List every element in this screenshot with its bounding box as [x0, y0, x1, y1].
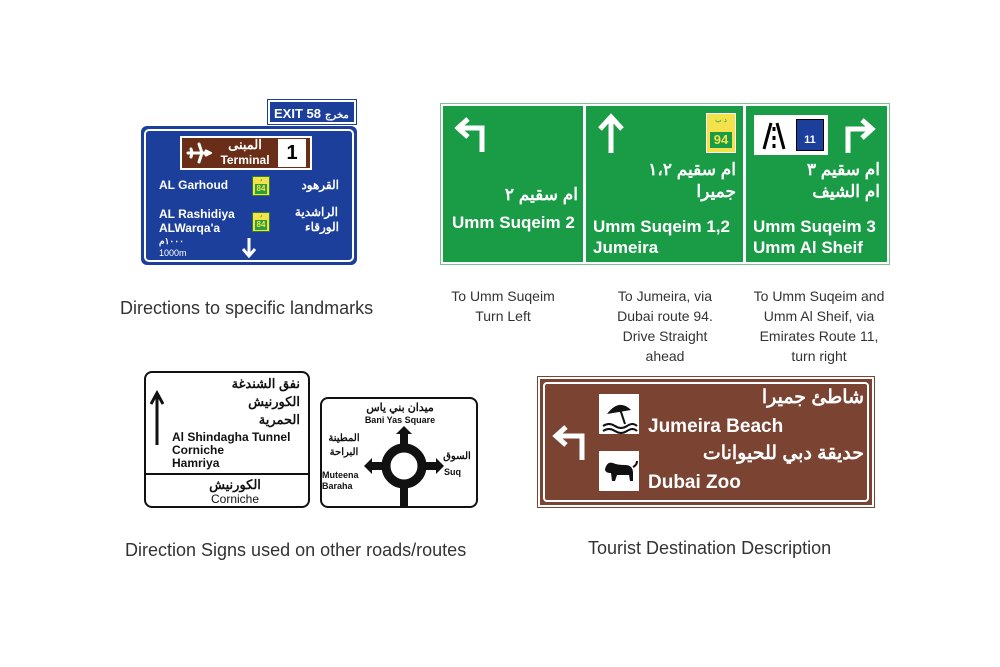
row-garhoud-ar: القرهود	[301, 178, 339, 192]
row-rashidiya-en: AL Rashidiya	[159, 207, 235, 221]
panel3-ar-1: ام سقيم ٣	[806, 160, 880, 179]
roundabout-icon	[364, 426, 444, 506]
route-11: 11	[804, 134, 816, 146]
row-warqaa-en: ALWarqa'a	[159, 221, 221, 235]
divider	[146, 473, 308, 475]
roundabout-right-ar: السوق	[443, 451, 471, 462]
roundabout-right-en: Suq	[444, 467, 461, 477]
zoo-en: Dubai Zoo	[648, 472, 741, 493]
panel3-ar-2: ام الشيف	[812, 182, 880, 201]
row-warqaa-ar: الورقاء	[304, 220, 339, 234]
terminal-en: Terminal	[220, 153, 270, 167]
arrow-turn-left-icon	[454, 117, 485, 152]
panel2-ar-2: جميرا	[696, 182, 736, 201]
terminal-ar: المبنى	[228, 137, 262, 152]
distance-ar: ١٠٠٠م	[159, 236, 184, 246]
shindagha-en-3: Hamriya	[172, 456, 220, 470]
beach-ar: شاطئ جميرا	[761, 387, 864, 408]
other-roads-caption: Direction Signs used on other roads/rout…	[125, 540, 467, 560]
roundabout-left-en-2: Baraha	[322, 481, 353, 491]
arrow-down-icon	[241, 238, 257, 259]
tourist-sign-border	[543, 382, 869, 502]
roundabout-left-en-1: Muteena	[322, 470, 359, 480]
beach-en: Jumeira Beach	[648, 416, 784, 437]
roundabout-top-en: Bani Yas Square	[364, 415, 436, 425]
lion-icon	[599, 451, 639, 491]
roundabout-top-ar: ميدان بني ياس	[366, 402, 434, 414]
roundabout-left-ar-1: المطينة	[328, 433, 360, 444]
panel2-en-1: Umm Suqeim 1,2	[593, 217, 730, 236]
arrow-up-icon	[150, 390, 164, 445]
terminal-number: 1	[278, 139, 306, 167]
airplane-icon	[186, 142, 212, 164]
panel1-en: Umm Suqeim 2	[452, 213, 575, 232]
arrow-turn-right-icon	[845, 118, 876, 153]
distance-en: 1000m	[159, 248, 187, 258]
row-rashidiya-ar: الراشدية	[294, 205, 338, 219]
panel3-en-1: Umm Suqeim 3	[753, 217, 876, 236]
shindagha-ar-1: نفق الشندغة	[231, 376, 300, 391]
shindagha-ar-2: الكورنيش	[248, 394, 300, 409]
panel2-en-2: Jumeira	[593, 238, 659, 257]
roundabout-left-ar-2: البراحة	[329, 447, 359, 458]
zoo-ar: حديقة دبي للحيوانات	[702, 443, 864, 464]
panel2-ar-1: ام سقيم ١،٢	[648, 160, 736, 179]
landmark-caption: Directions to specific landmarks	[120, 298, 374, 318]
tourist-sign	[537, 376, 875, 508]
shindagha-sign	[144, 371, 310, 508]
panel-divider	[583, 104, 586, 264]
panel-divider	[743, 104, 746, 264]
shindagha-en-2: Corniche	[172, 443, 225, 457]
panel3-en-2: Umm Al Sheif	[753, 238, 863, 257]
shindagha-en-1: Al Shindagha Tunnel	[172, 430, 291, 444]
tourist-caption: Tourist Destination Description	[588, 538, 832, 558]
row-garhoud-en: AL Garhoud	[159, 178, 229, 192]
exit-label-ar: مخرج	[324, 110, 349, 121]
motorway-icon: 11	[752, 113, 830, 157]
corniche-en: Corniche	[210, 492, 260, 506]
beach-umbrella-icon	[599, 394, 639, 434]
exit-label: EXIT 58	[274, 106, 321, 121]
arrow-up-icon	[598, 113, 624, 153]
shindagha-ar-3: الحمرية	[258, 412, 300, 427]
arrow-left-icon	[552, 425, 585, 460]
panel1-ar: ام سقيم ٢	[504, 185, 578, 204]
corniche-ar: الكورنيش	[209, 477, 261, 492]
